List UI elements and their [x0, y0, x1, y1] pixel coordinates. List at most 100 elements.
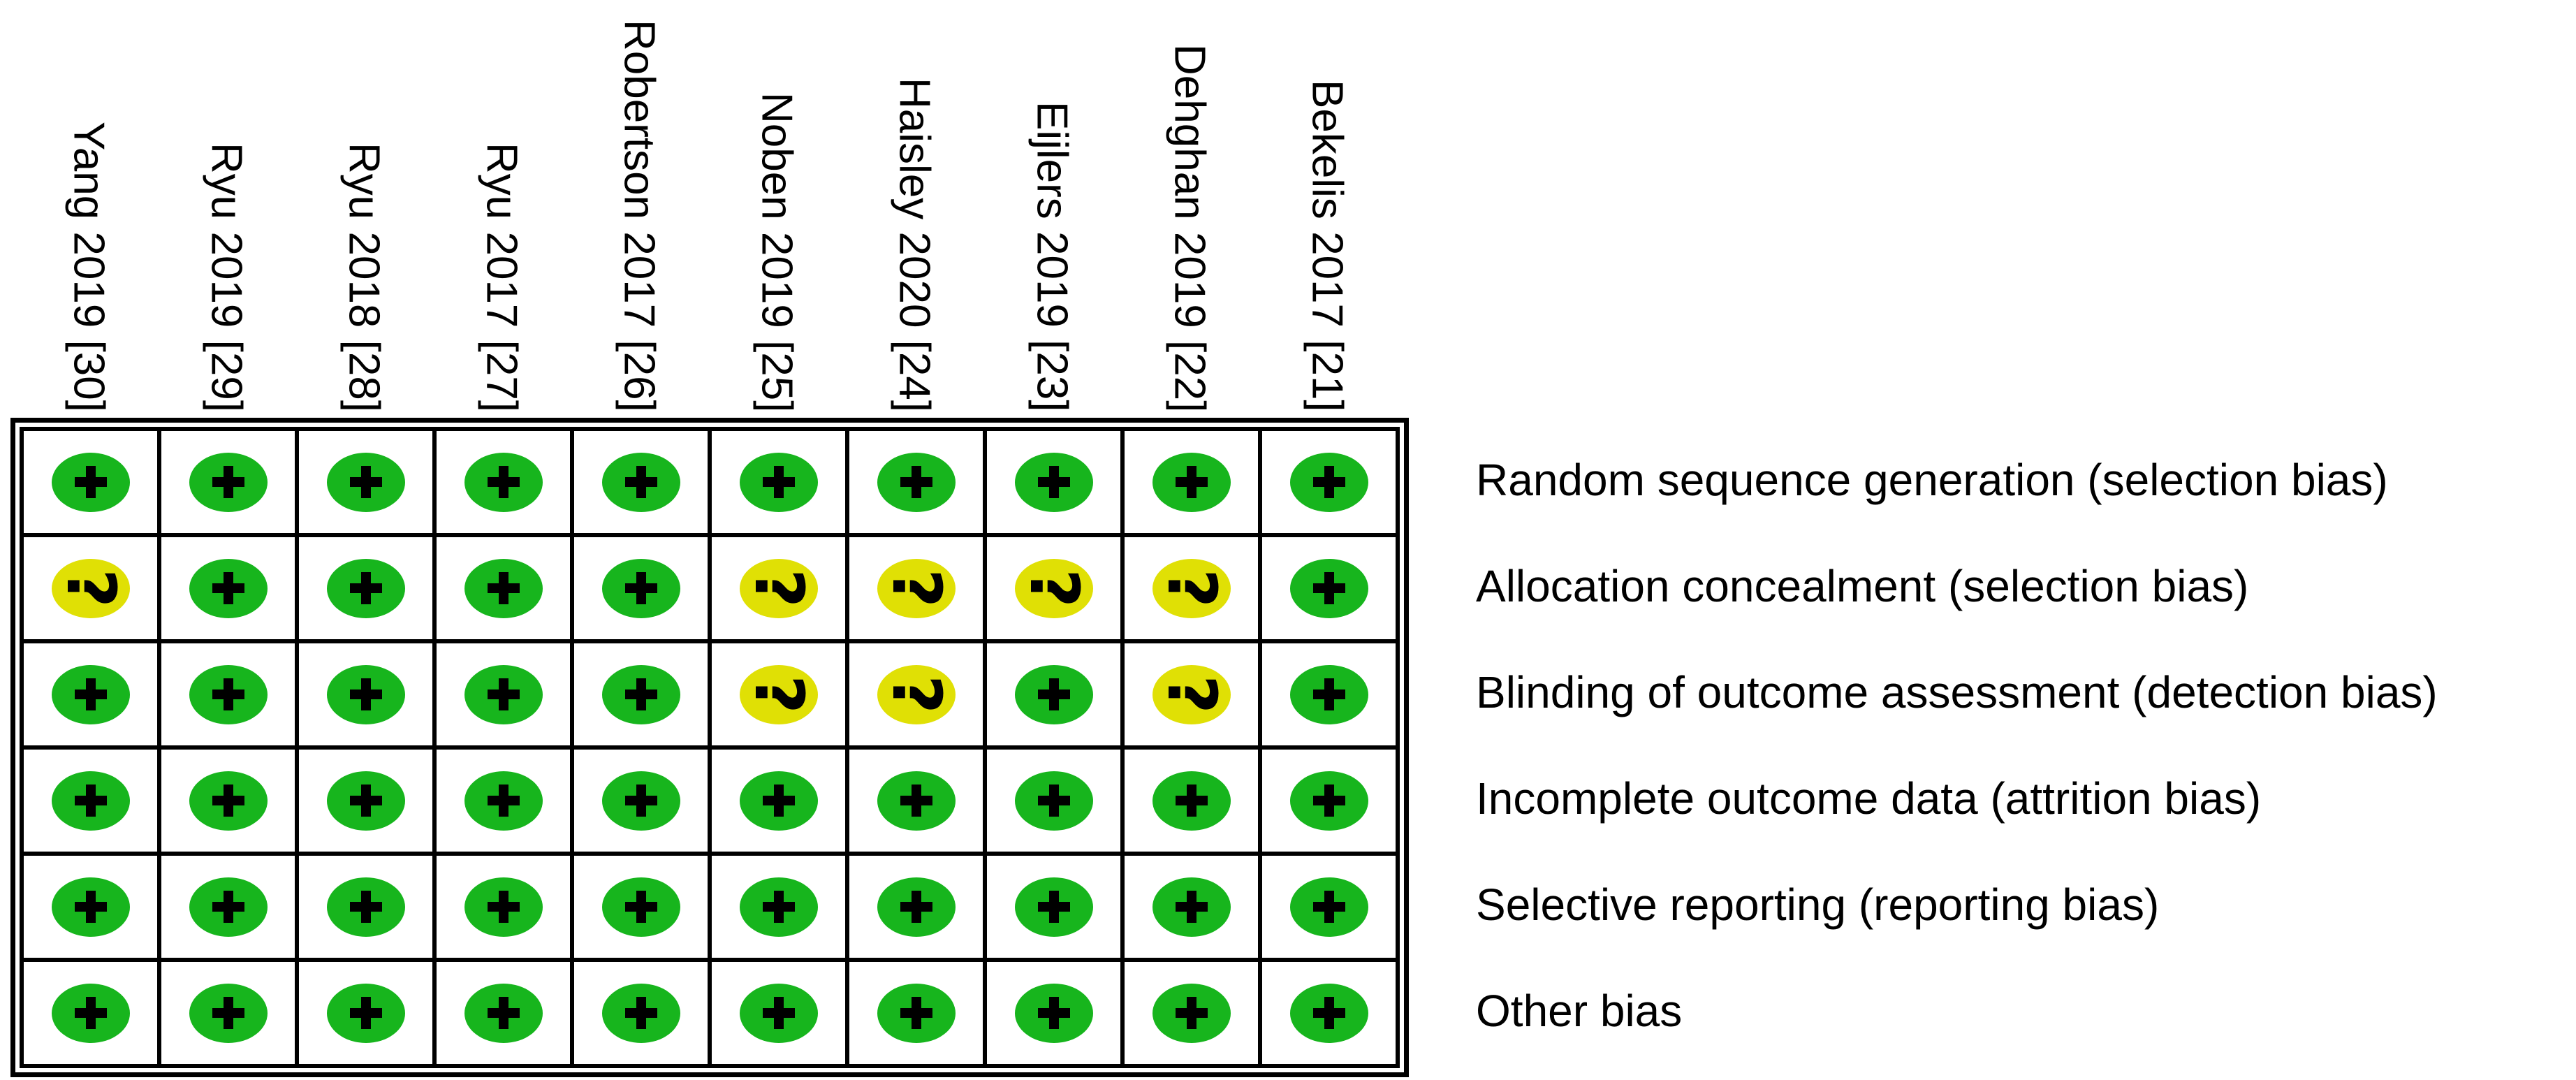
study-label-col-6: Noben 2019 [25]: [752, 92, 801, 413]
plus-icon: [1175, 785, 1208, 817]
plus-icon: [624, 466, 657, 498]
low-risk-circle: [326, 452, 405, 512]
grid-row-4: [20, 745, 1400, 856]
low-risk-circle: [1014, 664, 1093, 724]
plus-icon: [487, 572, 520, 604]
plus-icon: [212, 572, 244, 604]
rob-cell-r1-c1: [20, 427, 161, 537]
rob-cell-r3-c9: ?: [1120, 639, 1262, 750]
rob-cell-r3-c6: ?: [708, 639, 849, 750]
rob-cell-r2-c1: ?: [20, 533, 161, 643]
plus-icon: [1037, 997, 1070, 1029]
low-risk-circle: [189, 771, 268, 831]
low-risk-circle: [1289, 452, 1368, 512]
question-mark-icon: ?: [739, 569, 818, 608]
low-risk-circle: [739, 983, 818, 1043]
question-mark-icon: ?: [877, 569, 956, 608]
low-risk-circle: [601, 877, 680, 937]
plus-icon: [1175, 997, 1208, 1029]
bias-domain-label-4: Incomplete outcome data (attrition bias): [1476, 773, 2262, 824]
rob-cell-r4-c2: [157, 745, 299, 856]
rob-cell-r4-c9: [1120, 745, 1262, 856]
study-label-col-1: Yang 2019 [30]: [64, 122, 113, 412]
rob-cell-r1-c2: [157, 427, 299, 537]
low-risk-circle: [51, 877, 130, 937]
rob-cell-r2-c7: ?: [845, 533, 987, 643]
plus-icon: [900, 466, 932, 498]
low-risk-circle: [326, 771, 405, 831]
low-risk-circle: [189, 664, 268, 724]
plus-icon: [1312, 466, 1345, 498]
low-risk-circle: [464, 983, 543, 1043]
plus-icon: [487, 891, 520, 923]
low-risk-circle: [189, 877, 268, 937]
rob-cell-r3-c2: [157, 639, 299, 750]
plus-icon: [349, 466, 382, 498]
plus-icon: [1037, 891, 1070, 923]
plus-icon: [624, 785, 657, 817]
plus-icon: [1037, 678, 1070, 710]
low-risk-circle: [1014, 983, 1093, 1043]
plus-icon: [74, 891, 107, 923]
grid-row-6: [20, 958, 1400, 1068]
rob-cell-r5-c4: [432, 852, 574, 962]
plus-icon: [212, 466, 244, 498]
plus-icon: [762, 785, 795, 817]
plus-icon: [762, 466, 795, 498]
low-risk-circle: [326, 983, 405, 1043]
low-risk-circle: [326, 664, 405, 724]
plus-icon: [900, 891, 932, 923]
unclear-risk-circle: ?: [1152, 558, 1231, 618]
rob-cell-r1-c9: [1120, 427, 1262, 537]
low-risk-circle: [1289, 664, 1368, 724]
low-risk-circle: [1289, 983, 1368, 1043]
rob-cell-r6-c7: [845, 958, 987, 1068]
rob-cell-r5-c8: [983, 852, 1125, 962]
plus-icon: [74, 785, 107, 817]
plus-icon: [349, 785, 382, 817]
plus-icon: [349, 891, 382, 923]
plus-icon: [1175, 466, 1208, 498]
rob-cell-r4-c7: [845, 745, 987, 856]
low-risk-circle: [601, 983, 680, 1043]
plus-icon: [74, 466, 107, 498]
question-mark-icon: ?: [1014, 569, 1093, 608]
study-label-col-5: Robertson 2017 [26]: [615, 20, 664, 412]
low-risk-circle: [326, 877, 405, 937]
rob-cell-r6-c10: [1258, 958, 1400, 1068]
plus-icon: [487, 785, 520, 817]
rob-cell-r2-c4: [432, 533, 574, 643]
plus-icon: [212, 997, 244, 1029]
plus-icon: [624, 891, 657, 923]
low-risk-circle: [1014, 877, 1093, 937]
rob-cell-r1-c7: [845, 427, 987, 537]
plus-icon: [900, 997, 932, 1029]
study-label-col-3: Ryu 2018 [28]: [339, 142, 388, 412]
question-mark-icon: ?: [739, 675, 818, 714]
rob-cell-r3-c7: ?: [845, 639, 987, 750]
rob-cell-r2-c10: [1258, 533, 1400, 643]
bias-domain-label-6: Other bias: [1476, 986, 1683, 1036]
plus-icon: [762, 997, 795, 1029]
rob-cell-r6-c5: [570, 958, 712, 1068]
rob-cell-r2-c3: [295, 533, 437, 643]
plus-icon: [1312, 785, 1345, 817]
rob-cell-r1-c8: [983, 427, 1125, 537]
plus-icon: [74, 997, 107, 1029]
rob-cell-r5-c7: [845, 852, 987, 962]
rob-cell-r6-c6: [708, 958, 849, 1068]
low-risk-circle: [51, 452, 130, 512]
unclear-risk-circle: ?: [1152, 664, 1231, 724]
low-risk-circle: [1014, 771, 1093, 831]
plus-icon: [349, 997, 382, 1029]
rob-cell-r6-c4: [432, 958, 574, 1068]
bias-domain-label-3: Blinding of outcome assessment (detectio…: [1476, 667, 2438, 717]
low-risk-circle: [464, 664, 543, 724]
plus-icon: [487, 466, 520, 498]
low-risk-circle: [51, 664, 130, 724]
plus-icon: [900, 785, 932, 817]
low-risk-circle: [464, 558, 543, 618]
rob-cell-r5-c2: [157, 852, 299, 962]
rob-cell-r2-c6: ?: [708, 533, 849, 643]
